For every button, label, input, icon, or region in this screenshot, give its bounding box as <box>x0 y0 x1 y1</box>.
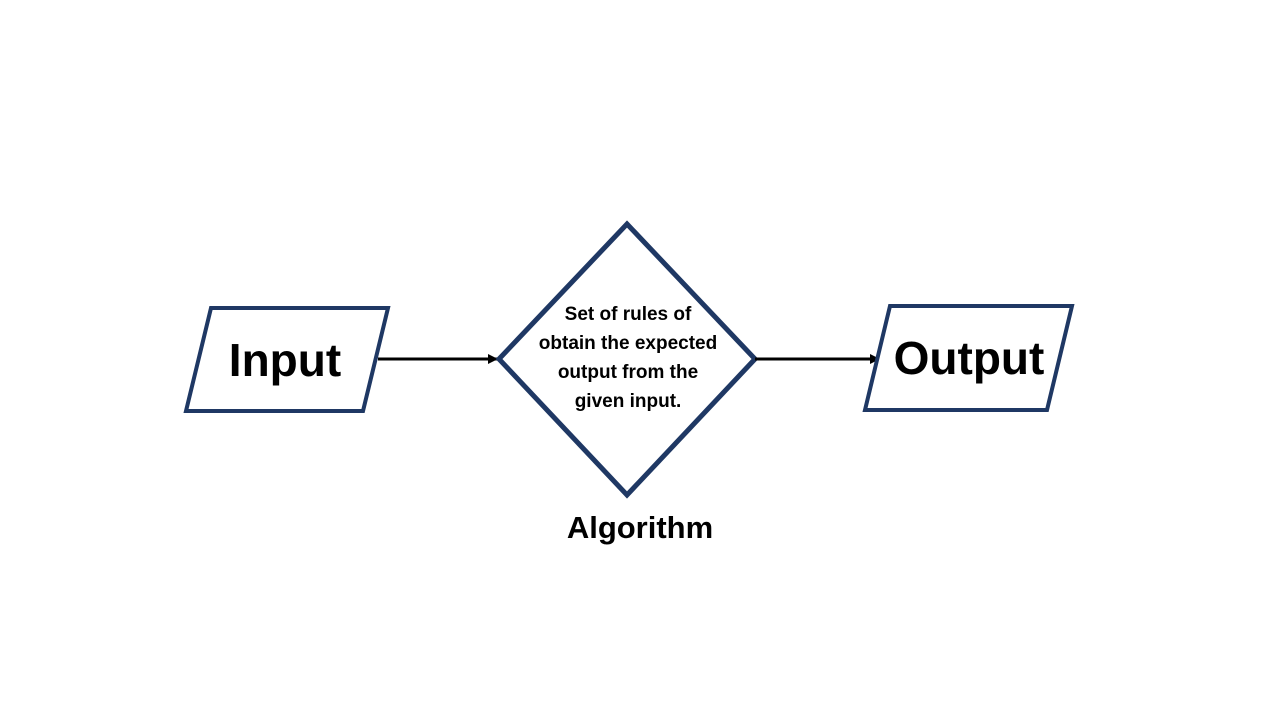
algorithm-description: Set of rules of obtain the expected outp… <box>518 300 738 416</box>
input-parallelogram <box>183 306 391 413</box>
output-label: Output <box>893 332 1045 384</box>
algorithm-description-line: given input. <box>574 391 682 412</box>
algorithm-description-line: Set of rules of <box>564 304 692 325</box>
algorithm-description-line: output from the <box>557 362 699 383</box>
algorithm-caption: Algorithm <box>566 510 714 545</box>
output-parallelogram <box>862 304 1075 412</box>
input-label: Input <box>228 334 342 386</box>
algorithm-description-line: obtain the expected <box>538 333 718 354</box>
algorithm-diamond <box>495 220 759 499</box>
